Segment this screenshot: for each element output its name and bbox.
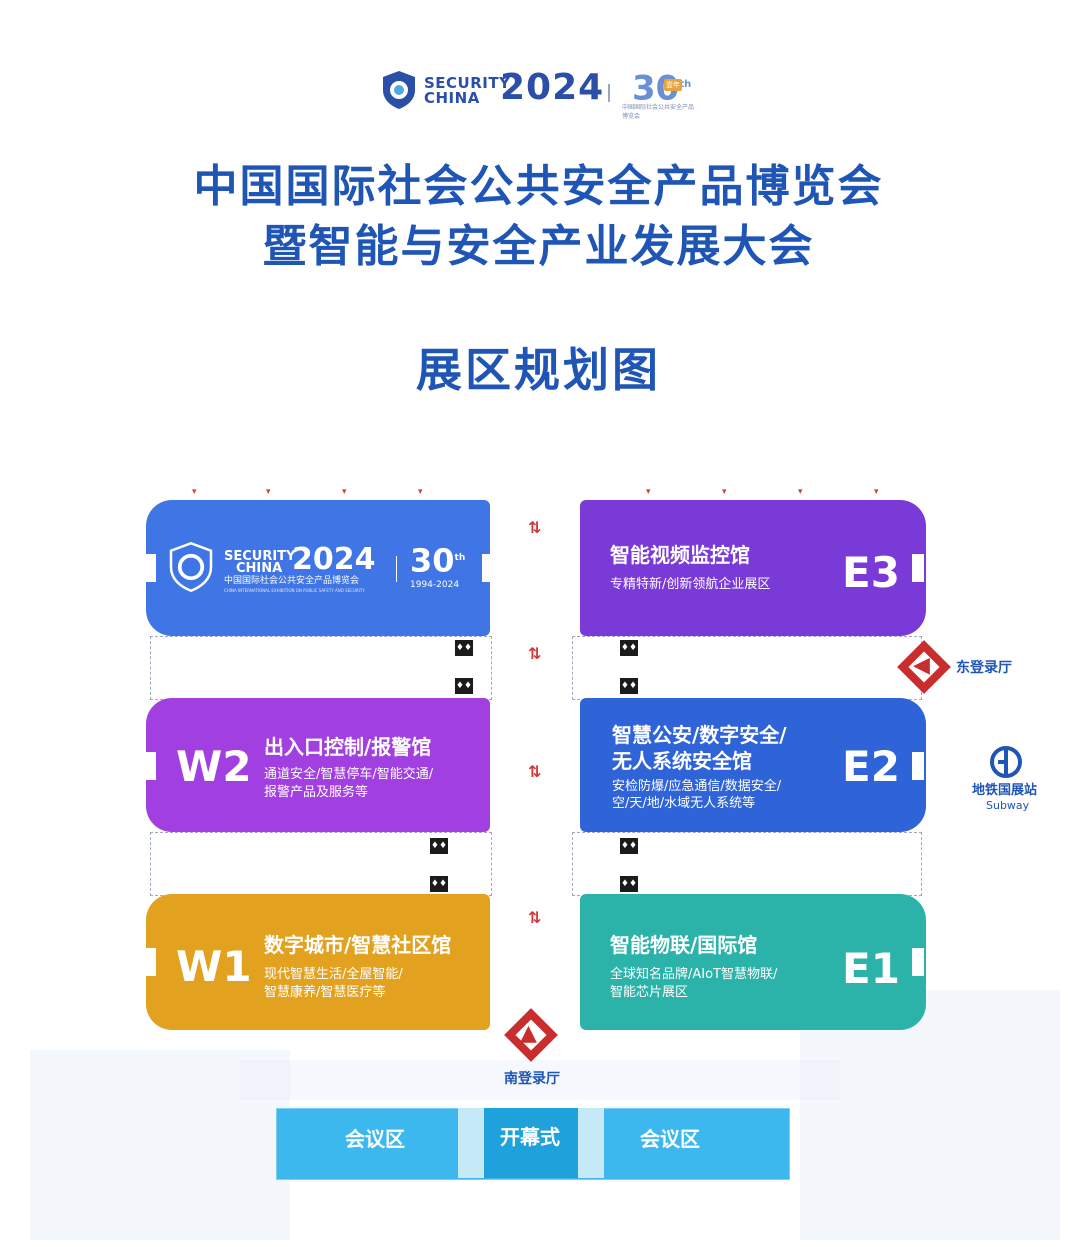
hall-desc-line2: 报警产品及服务等 bbox=[264, 785, 369, 800]
hall-desc-line1: 全球知名品牌/AIoT智慧物联/ bbox=[610, 967, 778, 982]
conference-divider bbox=[578, 1108, 604, 1178]
shield-logo-icon bbox=[169, 542, 213, 592]
conference-divider bbox=[458, 1108, 484, 1178]
west-corridor-top bbox=[150, 636, 492, 700]
bidirectional-arrow-icon: ⇅ bbox=[528, 644, 542, 663]
gate-marker: ▾ bbox=[192, 487, 197, 497]
hall-code: W1 bbox=[176, 942, 252, 991]
brand-anniv-number: 30 bbox=[410, 541, 455, 580]
anniv-subtitle: 中国国际社会公共安全产品博览会 bbox=[622, 104, 695, 120]
hall-e2[interactable]: 智慧公安/数字安全/ 无人系统安全馆 安检防爆/应急通信/数据安全/ 空/天/地… bbox=[580, 698, 926, 832]
map-title: 展区规划图 bbox=[416, 343, 661, 397]
hall-desc-line1: 现代智慧生活/全屋智能/ bbox=[264, 967, 403, 982]
south-entrance-label: 南登录厅 bbox=[504, 1071, 560, 1087]
hall-desc-line2: 智慧康养/智慧医疗等 bbox=[264, 985, 386, 1000]
east-entrance-arrow-icon: ◀ bbox=[913, 653, 930, 678]
brand-security: SECURITY bbox=[224, 549, 296, 564]
restroom-icon: ♦♦ bbox=[455, 640, 473, 656]
logo-text: SECURITY CHINA bbox=[424, 76, 510, 106]
gate-marker: ▾ bbox=[266, 487, 271, 497]
restroom-icon: ♦♦ bbox=[455, 678, 473, 694]
hall-desc-line1: 专精特新/创新领航企业展区 bbox=[610, 577, 771, 592]
hall-code: W2 bbox=[176, 742, 252, 791]
conference-right-label[interactable]: 会议区 bbox=[640, 1127, 700, 1151]
logo-year: 2024 bbox=[500, 67, 605, 108]
bidirectional-arrow-icon: ⇅ bbox=[528, 762, 542, 781]
opening-ceremony-label[interactable]: 开幕式 bbox=[500, 1125, 560, 1149]
brand-years: 1994-2024 bbox=[410, 580, 460, 590]
brand-china: CHINA bbox=[236, 561, 283, 576]
restroom-icon: ♦♦ bbox=[620, 876, 638, 892]
page-title-line1: 中国国际社会公共安全产品博览会 bbox=[193, 161, 884, 212]
east-entrance-label: 东登录厅 bbox=[956, 660, 1012, 676]
hall-notch bbox=[912, 554, 924, 582]
hall-e1[interactable]: 智能物联/国际馆 全球知名品牌/AIoT智慧物联/ 智能芯片展区 E1 bbox=[580, 894, 926, 1030]
gate-marker: ▾ bbox=[874, 487, 879, 497]
hall-name: 智能物联/国际馆 bbox=[610, 933, 758, 957]
hall-notch bbox=[912, 752, 924, 780]
brand-anniv-suffix: th bbox=[454, 553, 466, 563]
hall-notch bbox=[482, 554, 492, 582]
anniv-badge: 壹年 bbox=[664, 79, 682, 91]
restroom-icon: ♦♦ bbox=[620, 838, 638, 854]
subway-label: 地铁国展站 bbox=[972, 783, 1038, 798]
restroom-icon: ♦♦ bbox=[430, 876, 448, 892]
anniversary-logo: 30th bbox=[632, 68, 691, 105]
hall-name-line1: 智慧公安/数字安全/ bbox=[612, 723, 787, 747]
logo-divider bbox=[608, 84, 610, 102]
hall-brand[interactable]: SECURITY CHINA 2024 中国国际社会公共安全产品博览会 CHIN… bbox=[144, 500, 492, 636]
hall-notch bbox=[144, 948, 156, 976]
brand-cn-name: 中国国际社会公共安全产品博览会 bbox=[224, 576, 360, 586]
bidirectional-arrow-icon: ⇅ bbox=[528, 908, 542, 927]
restroom-icon: ♦♦ bbox=[620, 640, 638, 656]
hall-notch bbox=[144, 752, 156, 780]
logo-security-text: SECURITY bbox=[424, 74, 511, 92]
background-city-right bbox=[800, 990, 1060, 1240]
brand-year: 2024 bbox=[292, 542, 376, 577]
hall-w1[interactable]: W1 数字城市/智慧社区馆 现代智慧生活/全屋智能/ 智慧康养/智慧医疗等 bbox=[144, 894, 490, 1030]
restroom-icon: ♦♦ bbox=[620, 678, 638, 694]
gate-marker: ▾ bbox=[342, 487, 347, 497]
subway-icon bbox=[990, 746, 1022, 778]
hall-e3[interactable]: 智能视频监控馆 专精特新/创新领航企业展区 E3 bbox=[580, 500, 926, 636]
hall-desc-line1: 安检防爆/应急通信/数据安全/ bbox=[612, 779, 782, 794]
logo-china-text: CHINA bbox=[424, 89, 480, 107]
brand-anniv: 30th bbox=[410, 542, 465, 577]
hall-notch bbox=[144, 554, 156, 582]
gate-marker: ▾ bbox=[798, 487, 803, 497]
hall-desc-line1: 通道安全/智慧停车/智能交通/ bbox=[264, 767, 434, 782]
hall-notch bbox=[912, 948, 924, 976]
hall-name: 数字城市/智慧社区馆 bbox=[264, 933, 452, 957]
hall-name: 出入口控制/报警馆 bbox=[264, 735, 432, 759]
anniv-suffix: th bbox=[679, 79, 692, 90]
hall-desc-line2: 智能芯片展区 bbox=[610, 985, 689, 1000]
opening-ceremony-zone[interactable] bbox=[484, 1108, 578, 1178]
subway-label-en: Subway bbox=[986, 799, 1030, 812]
hall-name: 智能视频监控馆 bbox=[610, 543, 750, 567]
brand-divider bbox=[396, 556, 397, 582]
gate-marker: ▾ bbox=[418, 487, 423, 497]
south-entrance-arrow-icon: ▲ bbox=[520, 1021, 537, 1046]
bidirectional-arrow-icon: ⇅ bbox=[528, 518, 542, 537]
brand-en-name: CHINA INTERNATIONAL EXHIBITION ON PUBLIC… bbox=[224, 588, 365, 593]
shield-logo-icon bbox=[383, 71, 415, 109]
page-title-line2: 暨智能与安全产业发展大会 bbox=[262, 221, 815, 272]
hall-w2[interactable]: W2 出入口控制/报警馆 通道安全/智慧停车/智能交通/ 报警产品及服务等 bbox=[144, 698, 490, 832]
gate-marker: ▾ bbox=[722, 487, 727, 497]
hall-code: E3 bbox=[842, 548, 900, 597]
background-city-mid bbox=[240, 1060, 840, 1100]
hall-desc-line2: 空/天/地/水域无人系统等 bbox=[612, 796, 756, 811]
hall-code: E1 bbox=[842, 944, 900, 993]
hall-name-line2: 无人系统安全馆 bbox=[612, 749, 752, 773]
hall-code: E2 bbox=[842, 742, 900, 791]
restroom-icon: ♦♦ bbox=[430, 838, 448, 854]
conference-left-label[interactable]: 会议区 bbox=[345, 1127, 405, 1151]
gate-marker: ▾ bbox=[646, 487, 651, 497]
